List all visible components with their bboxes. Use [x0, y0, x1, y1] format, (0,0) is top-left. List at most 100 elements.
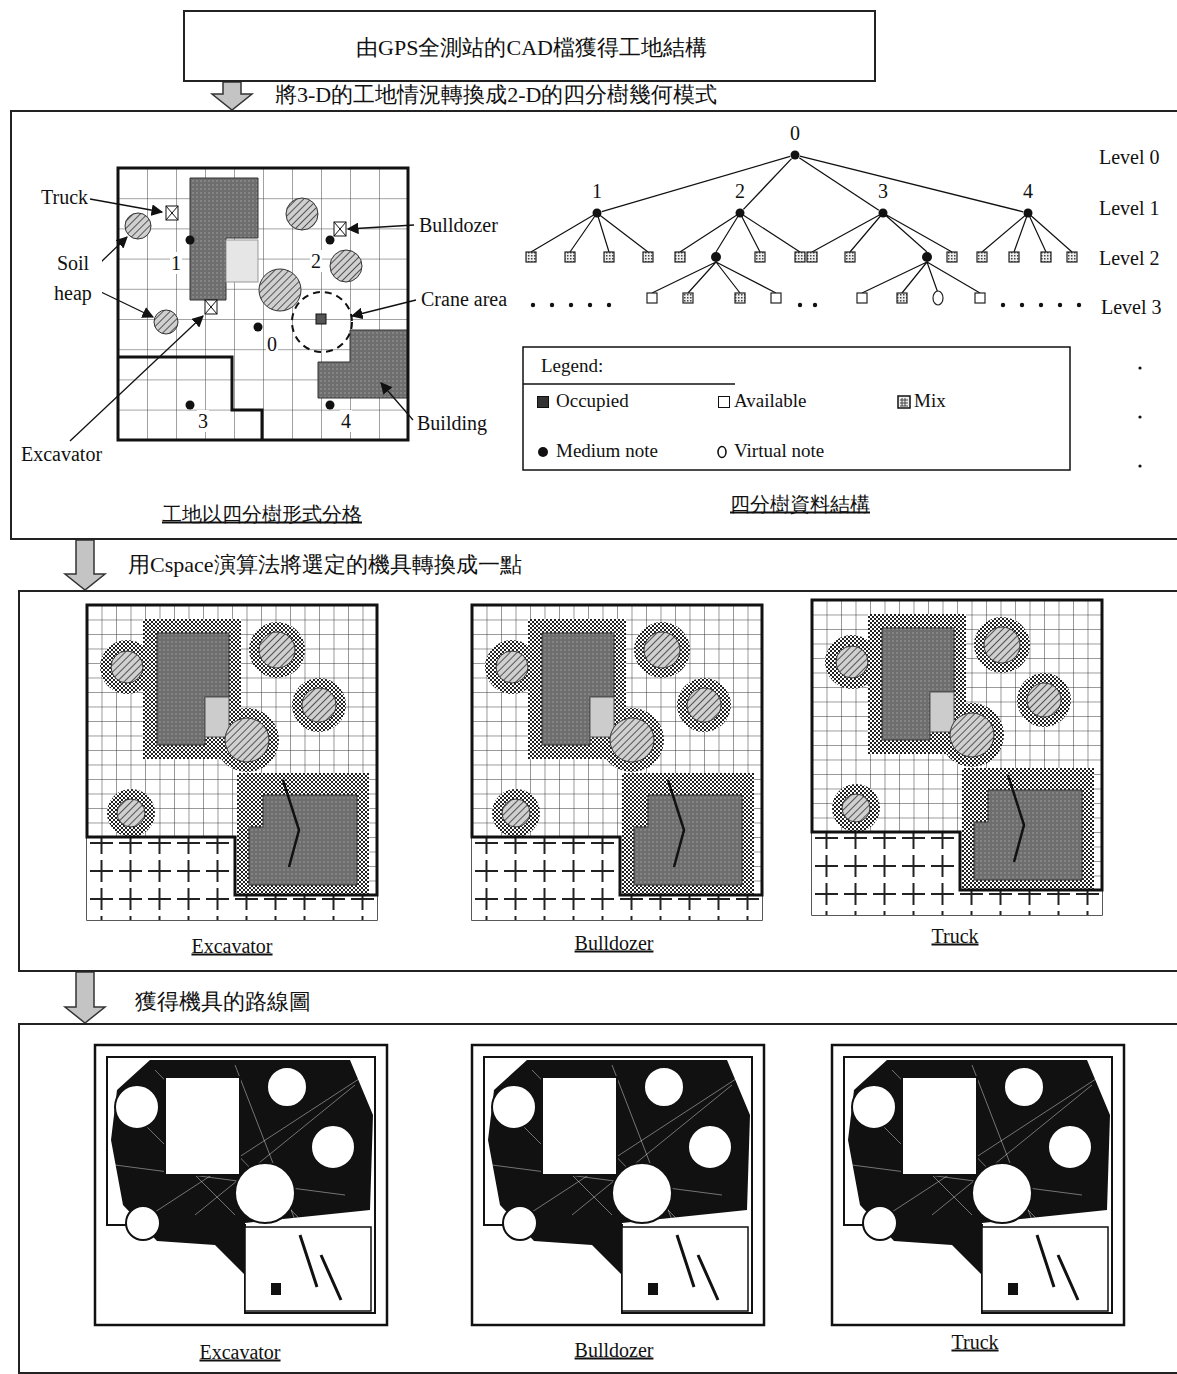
level-label: Level 2 — [1098, 247, 1161, 269]
site-grid — [292, 292, 352, 352]
legend-symbol — [900, 398, 908, 406]
quadtree-branches — [982, 213, 1072, 252]
site-grid — [186, 236, 195, 245]
figure-caption: Bulldozer — [573, 1339, 656, 1362]
tree-branch — [743, 159, 791, 210]
flow-arrow — [212, 82, 252, 110]
quadtree-branches — [652, 262, 776, 293]
figure-caption: 工地以四分樹形式分格 — [160, 503, 364, 526]
quadtree-leaves — [604, 252, 614, 262]
quadtree-leaves — [947, 252, 957, 262]
quadtree-leaves — [807, 252, 817, 262]
ellipsis-dots — [531, 303, 1142, 468]
figure-caption: Excavator — [189, 935, 274, 958]
figure-caption: Truck — [949, 1331, 1000, 1354]
quadtree-leaves — [922, 252, 932, 262]
cspace-map — [87, 605, 377, 920]
legend-title: Legend: — [540, 355, 604, 377]
quadtree-leaves — [565, 252, 575, 262]
stage-panel: ExcavatorBulldozerTruck — [18, 1023, 1177, 1374]
quadtree-leaves — [977, 252, 987, 262]
legend-text: Medium note — [556, 440, 658, 462]
part-label: Excavator — [20, 443, 103, 465]
legend-symbol — [898, 396, 910, 408]
level-label: Level 3 — [1100, 296, 1163, 318]
tree-dot — [790, 150, 800, 160]
quadrant-number: 1 — [170, 252, 182, 274]
tree-dot — [878, 208, 888, 218]
quadtree-branches — [812, 213, 952, 252]
part-label: Soil heap — [44, 248, 102, 308]
quadtree-branches — [680, 213, 800, 252]
ellipsis-dots — [1138, 415, 1141, 418]
tree-dot — [879, 209, 888, 218]
tree-node: 4 — [1023, 208, 1033, 218]
part-label: Crane area — [420, 288, 508, 310]
leader-lines — [70, 199, 416, 441]
leader-lines — [352, 300, 416, 316]
leader-lines — [70, 316, 203, 441]
quadtree-leaves — [845, 252, 855, 262]
legend-frame — [523, 383, 735, 385]
machine-icon — [334, 222, 346, 236]
quadtree-branches — [862, 262, 980, 293]
quadtree-leaves — [711, 252, 721, 262]
tree-dot — [593, 209, 602, 218]
quadtree-branches — [531, 213, 1072, 293]
tree-branch — [799, 158, 879, 210]
quadtree-leaves — [735, 293, 745, 303]
ellipsis-dots — [1020, 303, 1024, 307]
level-label: Level 1 — [1098, 197, 1161, 219]
flow-arrow — [65, 972, 105, 1023]
machine-icon — [334, 222, 346, 236]
tree-node: 3 — [878, 208, 888, 218]
leader-lines — [90, 199, 162, 212]
site-grid — [154, 310, 178, 334]
route-map — [95, 1045, 387, 1325]
route-map — [832, 1045, 1124, 1325]
quadtree-branches — [531, 213, 648, 252]
quadtree-leaves — [795, 252, 805, 262]
site-grid — [330, 250, 362, 282]
quadtree-leaves — [1067, 252, 1077, 262]
site-grid — [259, 269, 301, 311]
step-label: 將3-D的工地情況轉換成2-D的四分樹幾何模式 — [275, 83, 717, 107]
legend-symbol — [538, 447, 548, 457]
quadtree-leaves — [675, 252, 685, 262]
tree-dot — [1023, 208, 1033, 218]
tree-node: 2 — [735, 208, 745, 218]
site-grid — [118, 168, 408, 440]
leader-lines — [101, 292, 153, 317]
quadtree-leaves — [647, 293, 657, 303]
site-grid — [118, 168, 408, 440]
machine-icon — [316, 314, 326, 324]
figure-caption: 四分樹資料結構 — [728, 493, 872, 516]
quadrant-number: 4 — [340, 410, 352, 432]
legend-text: Occupied — [556, 390, 629, 412]
machine-icon — [205, 300, 217, 314]
quadtree-leaves — [897, 293, 907, 303]
tree-dot — [735, 208, 745, 218]
site-grid — [226, 240, 258, 282]
legend-frame — [523, 347, 1070, 470]
flow-arrow — [65, 540, 105, 590]
ellipsis-dots — [550, 303, 554, 307]
figure-caption: Truck — [929, 925, 980, 948]
machine-icon — [316, 314, 326, 324]
tree-branch — [800, 156, 1023, 212]
leader-lines — [101, 237, 127, 262]
ellipsis-dots — [1001, 303, 1005, 307]
stage-panel: ExcavatorBulldozerTruck — [18, 590, 1177, 972]
quadtree-leaves — [933, 291, 943, 305]
machine-icon — [205, 300, 217, 314]
ellipsis-dots — [588, 303, 592, 307]
site-grid — [118, 357, 262, 440]
stage-panel: 工地以四分樹形式分格四分樹資料結構01234 — [10, 110, 1177, 540]
quadtree-leaves — [1041, 252, 1051, 262]
quadrant-number: 2 — [310, 250, 322, 272]
tree-node-number: 2 — [730, 181, 750, 201]
site-grid — [186, 401, 195, 410]
ellipsis-dots — [813, 303, 817, 307]
